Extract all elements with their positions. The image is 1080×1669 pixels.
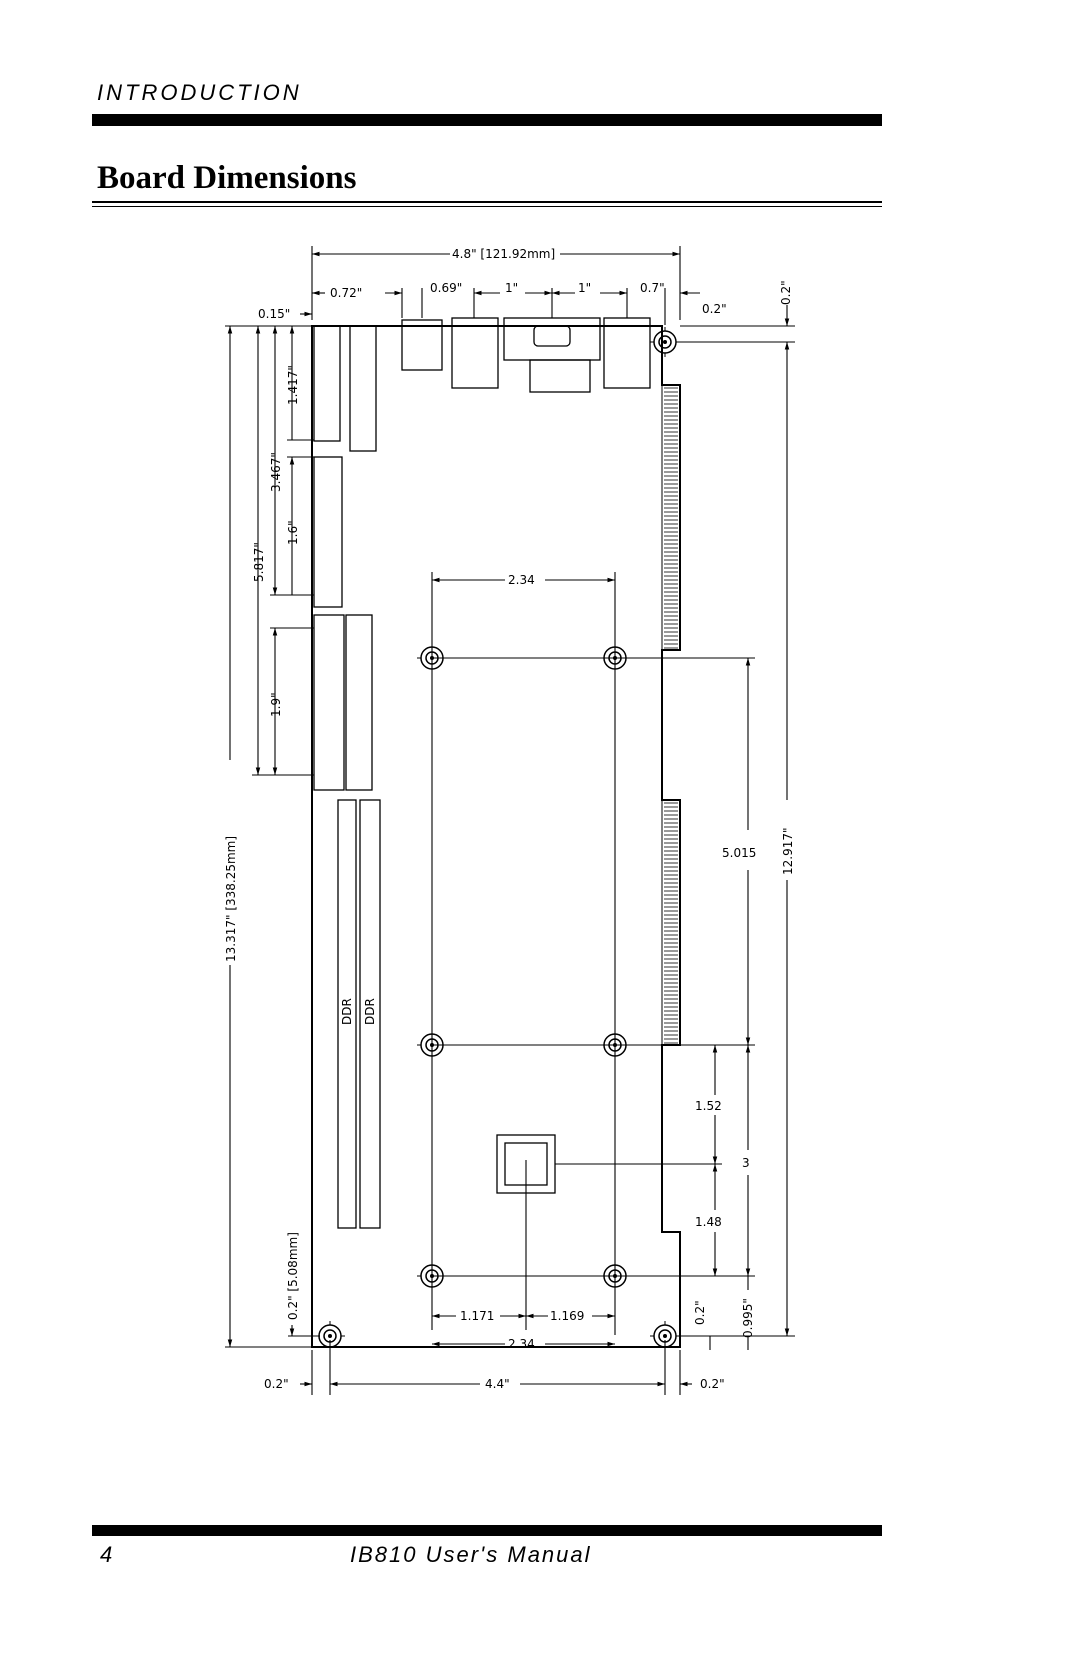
dim-5-015: 5.015 (722, 846, 756, 860)
dim-5-817: 5.817" (252, 542, 266, 582)
rear-io (401, 317, 651, 1194)
dim-3: 3 (742, 1156, 750, 1170)
dim-2-34-bottom: 2.34 (508, 1337, 535, 1351)
edge-connector-fingers (664, 387, 678, 1044)
dim-1b: 1" (578, 281, 591, 295)
dim-12-917: 12.917" (781, 827, 795, 875)
footer-rule (92, 1525, 882, 1536)
header-rule (92, 114, 882, 126)
dim-0-2-bottom-right: 0.2" (700, 1377, 725, 1391)
dim-1-6: 1.6" (286, 520, 300, 545)
ddr-label-1: DDR (340, 998, 354, 1025)
board-outline (311, 325, 681, 1348)
manual-title: IB810 User's Manual (350, 1542, 592, 1567)
dim-board-width: 4.8" [121.92mm] (452, 247, 555, 261)
dim-1-9: 1.9" (269, 692, 283, 717)
dim-0-7: 0.7" (640, 281, 665, 295)
dim-board-height: 13.317" [338.25mm] (224, 836, 238, 962)
dim-1-169: 1.169 (550, 1309, 584, 1323)
page-title: Board Dimensions (97, 160, 357, 196)
dim-0-2-bottom-left: 0.2" (264, 1377, 289, 1391)
page-number: 4 (100, 1542, 113, 1567)
dim-0-2-vert-top: 0.2" (779, 280, 793, 305)
dim-3-467: 3.467" (269, 452, 283, 492)
dim-0-2-bottom-vert: 0.2" (693, 1300, 707, 1325)
dim-1-417: 1.417" (286, 365, 300, 405)
dim-2-34-top: 2.34 (508, 573, 535, 587)
dim-0-995: 0.995" (741, 1298, 755, 1338)
dim-1-48: 1.48 (695, 1215, 722, 1229)
ddr-label-2: DDR (363, 998, 377, 1025)
left-connectors (313, 325, 381, 1229)
dim-0-2-top-right: 0.2" (702, 302, 727, 316)
title-rule (92, 201, 882, 203)
dim-4-4: 4.4" (485, 1377, 510, 1391)
dim-0-15: 0.15" (258, 307, 290, 321)
dim-1a: 1" (505, 281, 518, 295)
section-label: INTRODUCTION (97, 80, 302, 105)
dim-1-52: 1.52 (695, 1099, 722, 1113)
dim-1-171: 1.171 (460, 1309, 494, 1323)
dim-0-72: 0.72" (330, 286, 362, 300)
dim-0-69: 0.69" (430, 281, 462, 295)
dim-0-2-left-vert: 0.2" [5.08mm] (286, 1232, 300, 1320)
title-rule-secondary (92, 206, 882, 207)
